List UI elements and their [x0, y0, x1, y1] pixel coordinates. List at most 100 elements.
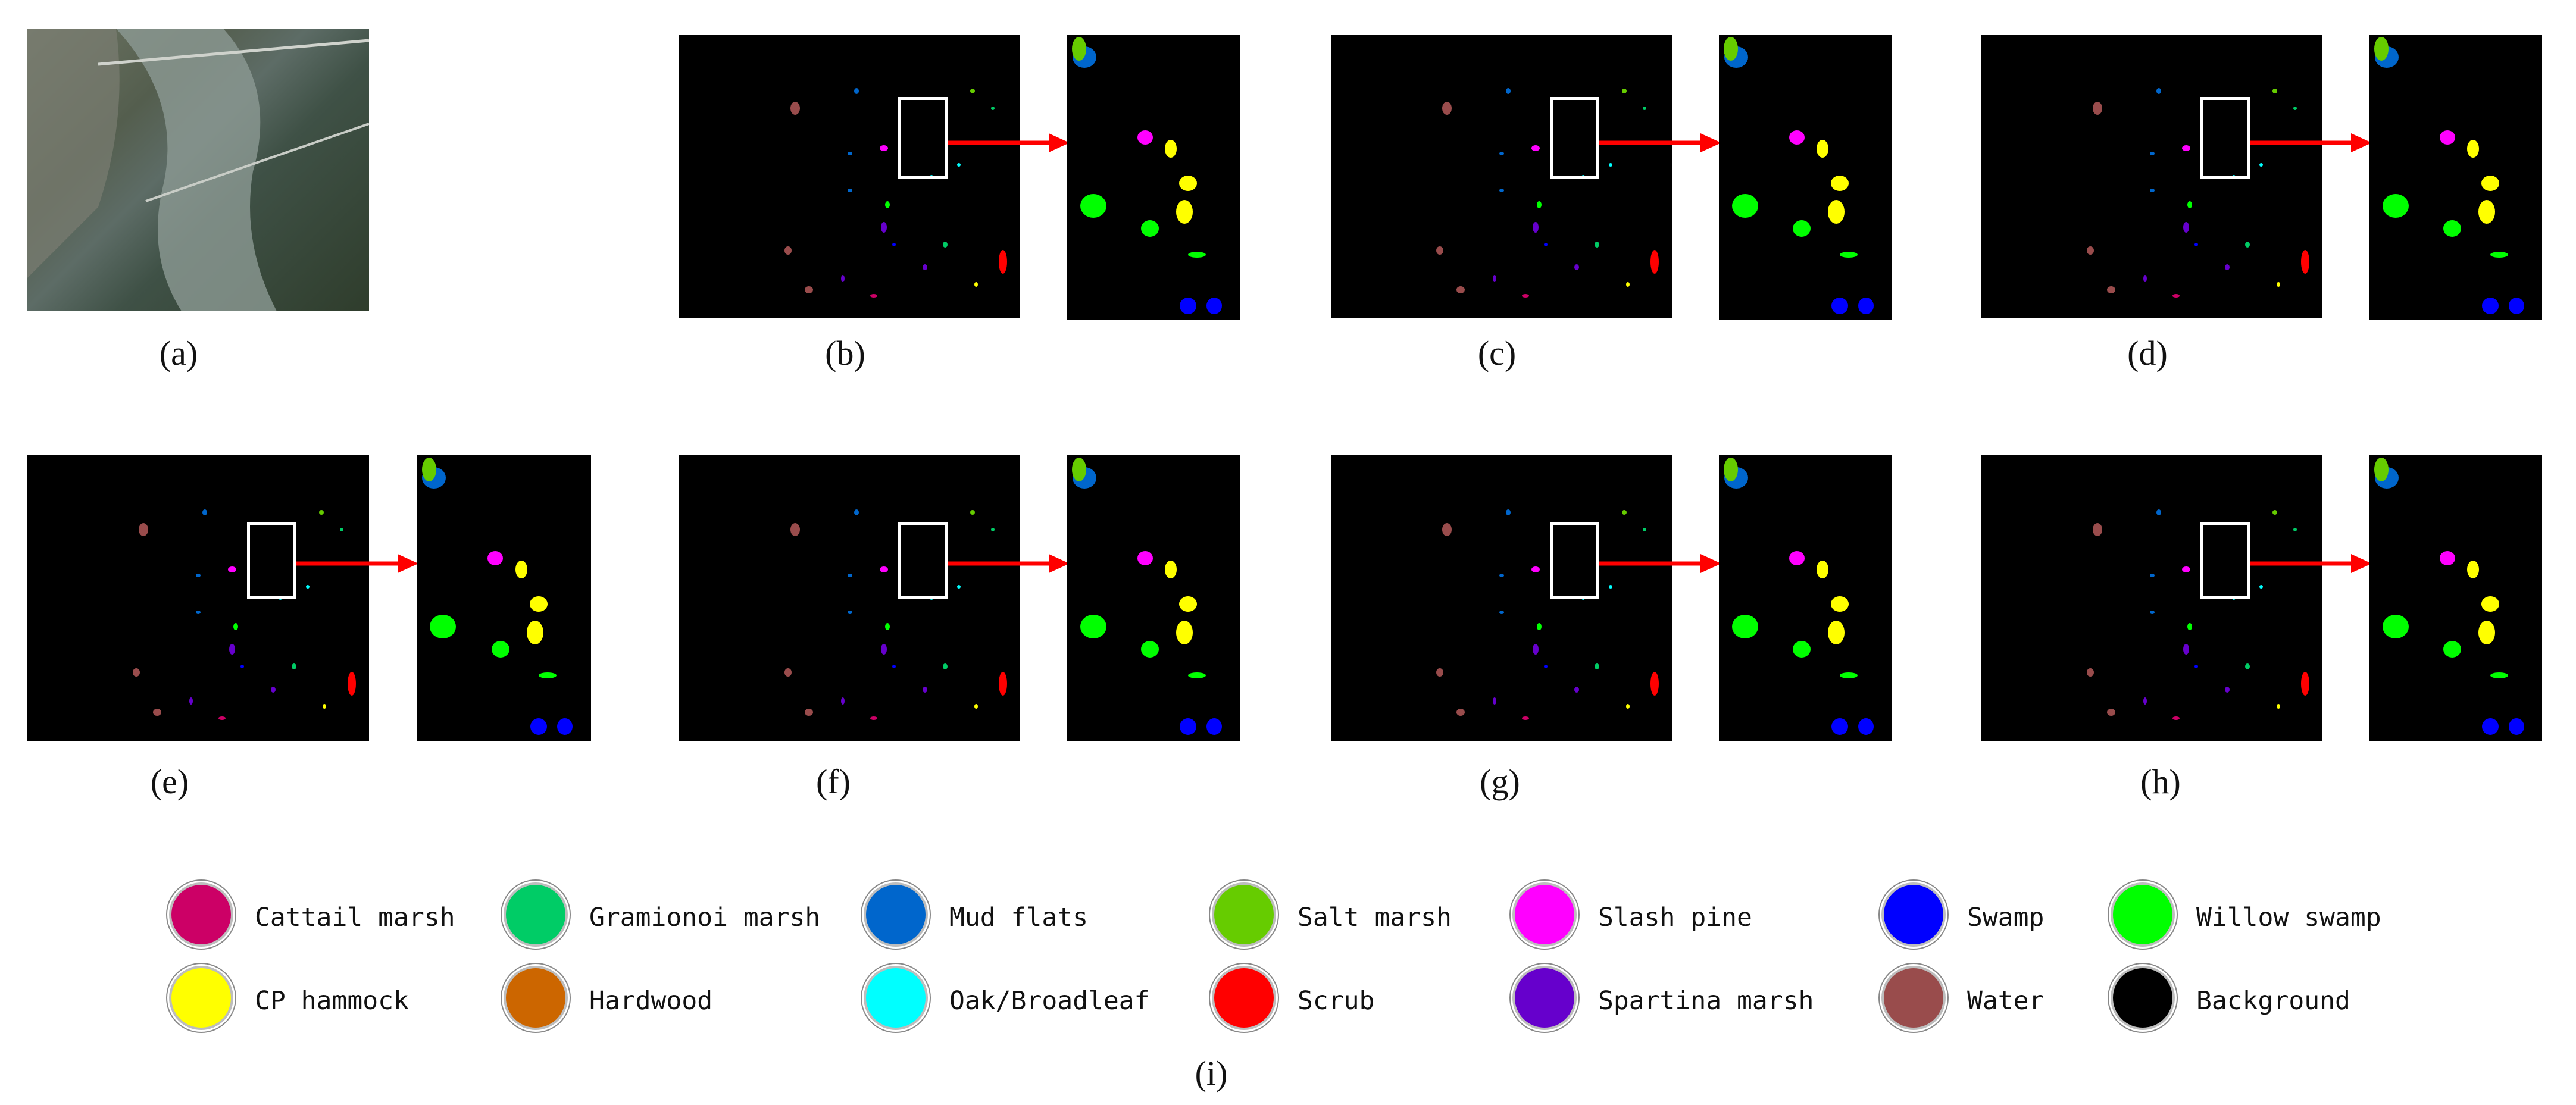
- class-region: [1724, 37, 1739, 61]
- class-region: [1532, 644, 1539, 655]
- class-region: [2301, 672, 2310, 696]
- class-region: [1625, 281, 1630, 287]
- class-region: [1621, 89, 1627, 94]
- class-region: [515, 561, 527, 578]
- zoom-region-box-b: [898, 97, 948, 179]
- red-arrow-icon: [296, 554, 418, 573]
- class-region: [1731, 194, 1758, 218]
- legend-label: Salt marsh: [1298, 903, 1452, 932]
- class-region: [847, 573, 852, 577]
- class-region: [429, 615, 456, 638]
- class-region: [1521, 293, 1529, 298]
- class-region: [1643, 107, 1647, 111]
- class-region: [218, 716, 226, 720]
- class-region: [2187, 201, 2192, 209]
- class-region: [804, 709, 813, 716]
- class-region: [1831, 596, 1849, 612]
- class-region: [1531, 566, 1540, 572]
- class-region: [847, 611, 852, 614]
- class-region: [2482, 718, 2499, 735]
- class-region: [2467, 140, 2479, 158]
- class-region: [2259, 163, 2263, 167]
- class-region: [1531, 145, 1540, 151]
- class-region: [1731, 615, 1758, 638]
- class-region: [2181, 145, 2190, 151]
- legend-swatch: [1515, 968, 1574, 1028]
- class-region: [880, 222, 887, 233]
- class-region: [271, 686, 276, 693]
- classification-map-b: [679, 35, 1020, 318]
- legend-swatch: [506, 968, 565, 1028]
- class-region: [2272, 510, 2277, 515]
- class-region: [195, 573, 201, 577]
- class-region: [970, 89, 975, 94]
- class-region: [1176, 620, 1193, 644]
- zoom-map-d: [2369, 35, 2542, 320]
- red-arrow-icon: [1599, 554, 1721, 573]
- class-region: [2244, 241, 2250, 248]
- class-region: [2143, 697, 2147, 705]
- class-region: [1179, 175, 1197, 191]
- zoom-region-box-f: [898, 522, 948, 599]
- class-region: [1858, 718, 1874, 735]
- legend-label: Gramionoi marsh: [589, 903, 821, 932]
- class-region: [2143, 275, 2147, 283]
- class-region: [138, 522, 148, 536]
- class-region: [2374, 37, 2389, 61]
- class-region: [2276, 704, 2280, 709]
- legend-label: Hardwood: [589, 986, 713, 1016]
- caption-f: (f): [816, 762, 851, 801]
- class-region: [1594, 241, 1599, 248]
- class-region: [2490, 251, 2508, 258]
- class-region: [2183, 222, 2189, 233]
- class-region: [2508, 718, 2524, 735]
- class-region: [2478, 620, 2496, 644]
- class-region: [2149, 611, 2155, 614]
- class-region: [1521, 716, 1529, 720]
- class-region: [2481, 596, 2499, 612]
- class-region: [1137, 550, 1153, 565]
- class-region: [491, 641, 509, 658]
- class-region: [2149, 152, 2155, 156]
- class-region: [1828, 199, 1845, 224]
- class-region: [999, 249, 1008, 274]
- class-region: [1543, 242, 1548, 246]
- class-region: [999, 672, 1008, 696]
- class-region: [1499, 573, 1504, 577]
- class-region: [1643, 527, 1647, 531]
- class-region: [956, 163, 961, 167]
- legend-swatch: [1884, 885, 1943, 944]
- class-region: [1442, 522, 1452, 536]
- class-region: [1650, 249, 1659, 274]
- class-region: [1165, 140, 1177, 158]
- zoom-map-c: [1719, 35, 1892, 320]
- class-region: [133, 668, 140, 677]
- legend-swatch: [866, 885, 926, 944]
- class-region: [2481, 175, 2499, 191]
- class-region: [557, 718, 573, 735]
- class-region: [854, 88, 859, 95]
- classification-map-e: [27, 455, 369, 741]
- caption-e: (e): [150, 762, 189, 801]
- class-region: [2149, 573, 2155, 577]
- class-region: [991, 107, 995, 111]
- class-region: [1137, 130, 1153, 145]
- class-region: [421, 458, 436, 481]
- legend-swatch: [171, 968, 231, 1028]
- red-arrow-icon: [1599, 133, 1721, 152]
- zoom-region-box-c: [1550, 97, 1599, 179]
- class-region: [1574, 264, 1579, 271]
- class-region: [2172, 716, 2180, 720]
- class-region: [2224, 686, 2230, 693]
- class-region: [2092, 102, 2102, 115]
- class-region: [240, 665, 245, 669]
- caption-i: (i): [1195, 1054, 1228, 1093]
- class-region: [2272, 89, 2277, 94]
- class-region: [2478, 199, 2496, 224]
- class-region: [2183, 644, 2189, 655]
- class-region: [195, 611, 201, 614]
- class-region: [1141, 641, 1159, 658]
- legend-label: CP hammock: [255, 986, 409, 1016]
- class-region: [2439, 130, 2455, 145]
- class-region: [1608, 584, 1612, 589]
